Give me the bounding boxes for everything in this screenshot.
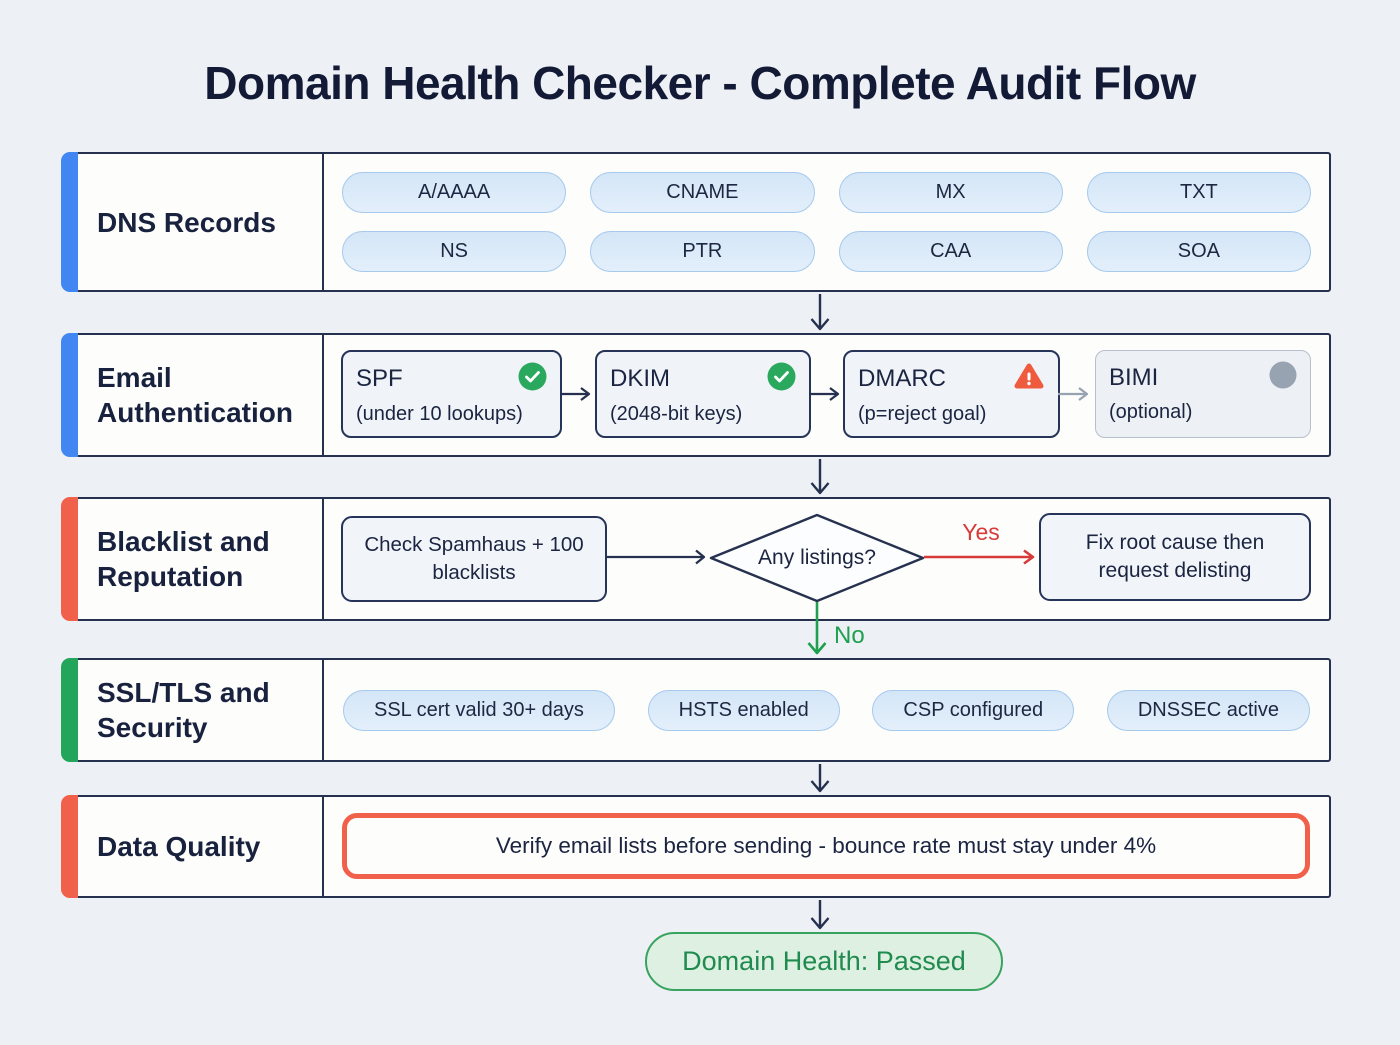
ssl-pill-row: SSL cert valid 30+ days HSTS enabled CSP… [324,660,1329,760]
accent-bar-red [61,795,78,898]
yes-branch-label: Yes [962,519,1000,545]
band-label-blacklist-reputation: Blacklist and Reputation [70,499,324,619]
arrow-right-icon [607,549,706,565]
check-circle-icon [518,362,547,396]
accent-bar-blue [61,152,78,292]
band-email-authentication: Email Authentication SPF (under 10 looku… [61,333,1331,457]
dns-pill-grid: A/AAAA CNAME MX TXT NS PTR CAA SOA [324,154,1329,290]
gray-dot-icon [1269,361,1297,394]
dns-pill: TXT [1086,172,1311,213]
no-branch-label: No [834,622,865,649]
arrow-down-icon [810,459,830,495]
ssl-pill: SSL cert valid 30+ days [343,689,615,731]
ssl-pill: CSP configured [872,689,1075,731]
decision-diamond: Any listings? [708,512,926,604]
arrow-right-gray-icon [1058,387,1089,401]
step-title: DMARC [858,365,946,392]
arrow-right-icon [560,387,591,401]
accent-bar-red [61,497,78,621]
step-detail: (optional) [1109,401,1193,423]
check-circle-icon [767,362,796,396]
arrow-down-icon [810,764,830,793]
ssl-pill: DNSSEC active [1106,689,1310,731]
dns-pill: SOA [1086,231,1311,272]
arrow-right-yes-icon [924,549,1035,565]
band-dns-records: DNS Records A/AAAA CNAME MX TXT NS PTR C… [61,152,1331,292]
band-label-email-authentication: Email Authentication [70,335,324,455]
accent-bar-blue [61,333,78,457]
ssl-pill: HSTS enabled [647,689,840,731]
band-label-ssl-tls-security: SSL/TLS and Security [70,660,324,760]
diamond-shape [709,513,925,603]
arrow-down-icon [810,900,830,930]
step-box-bimi: BIMI (optional) [1095,350,1311,438]
page-title: Domain Health Checker - Complete Audit F… [204,57,1196,109]
accent-bar-green [61,658,78,762]
step-box-dmarc: DMARC (p=reject goal) [843,350,1060,438]
dns-pill: CAA [838,231,1063,272]
step-title: DKIM [610,365,670,392]
step-detail: (under 10 lookups) [356,403,523,425]
step-detail: (p=reject goal) [858,403,987,425]
arrow-right-icon [809,387,840,401]
step-box-spf: SPF (under 10 lookups) [341,350,562,438]
result-pill: Domain Health: Passed [645,932,1003,991]
band-ssl-tls-security: SSL/TLS and Security SSL cert valid 30+ … [61,658,1331,762]
dns-pill: A/AAAA [342,172,567,213]
check-blacklists-box: Check Spamhaus + 100 blacklists [341,516,607,602]
band-label-dns-records: DNS Records [70,154,324,290]
band-blacklist-reputation: Blacklist and Reputation Check Spamhaus … [61,497,1331,621]
warning-triangle-icon [1013,362,1045,396]
fix-delisting-box: Fix root cause then request delisting [1039,513,1311,601]
data-quality-note-box: Verify email lists before sending - boun… [342,813,1310,879]
arrow-down-icon [810,294,830,331]
dns-pill: NS [342,231,567,272]
step-detail: (2048-bit keys) [610,403,743,425]
dns-pill: PTR [590,231,815,272]
decision-label: Any listings? [758,546,876,569]
step-title: SPF [356,365,403,392]
dns-pill: MX [838,172,1063,213]
step-title: BIMI [1109,363,1159,391]
dns-pill: CNAME [590,172,815,213]
band-label-data-quality: Data Quality [70,797,324,896]
band-data-quality: Data Quality Verify email lists before s… [61,795,1331,898]
step-box-dkim: DKIM (2048-bit keys) [595,350,811,438]
